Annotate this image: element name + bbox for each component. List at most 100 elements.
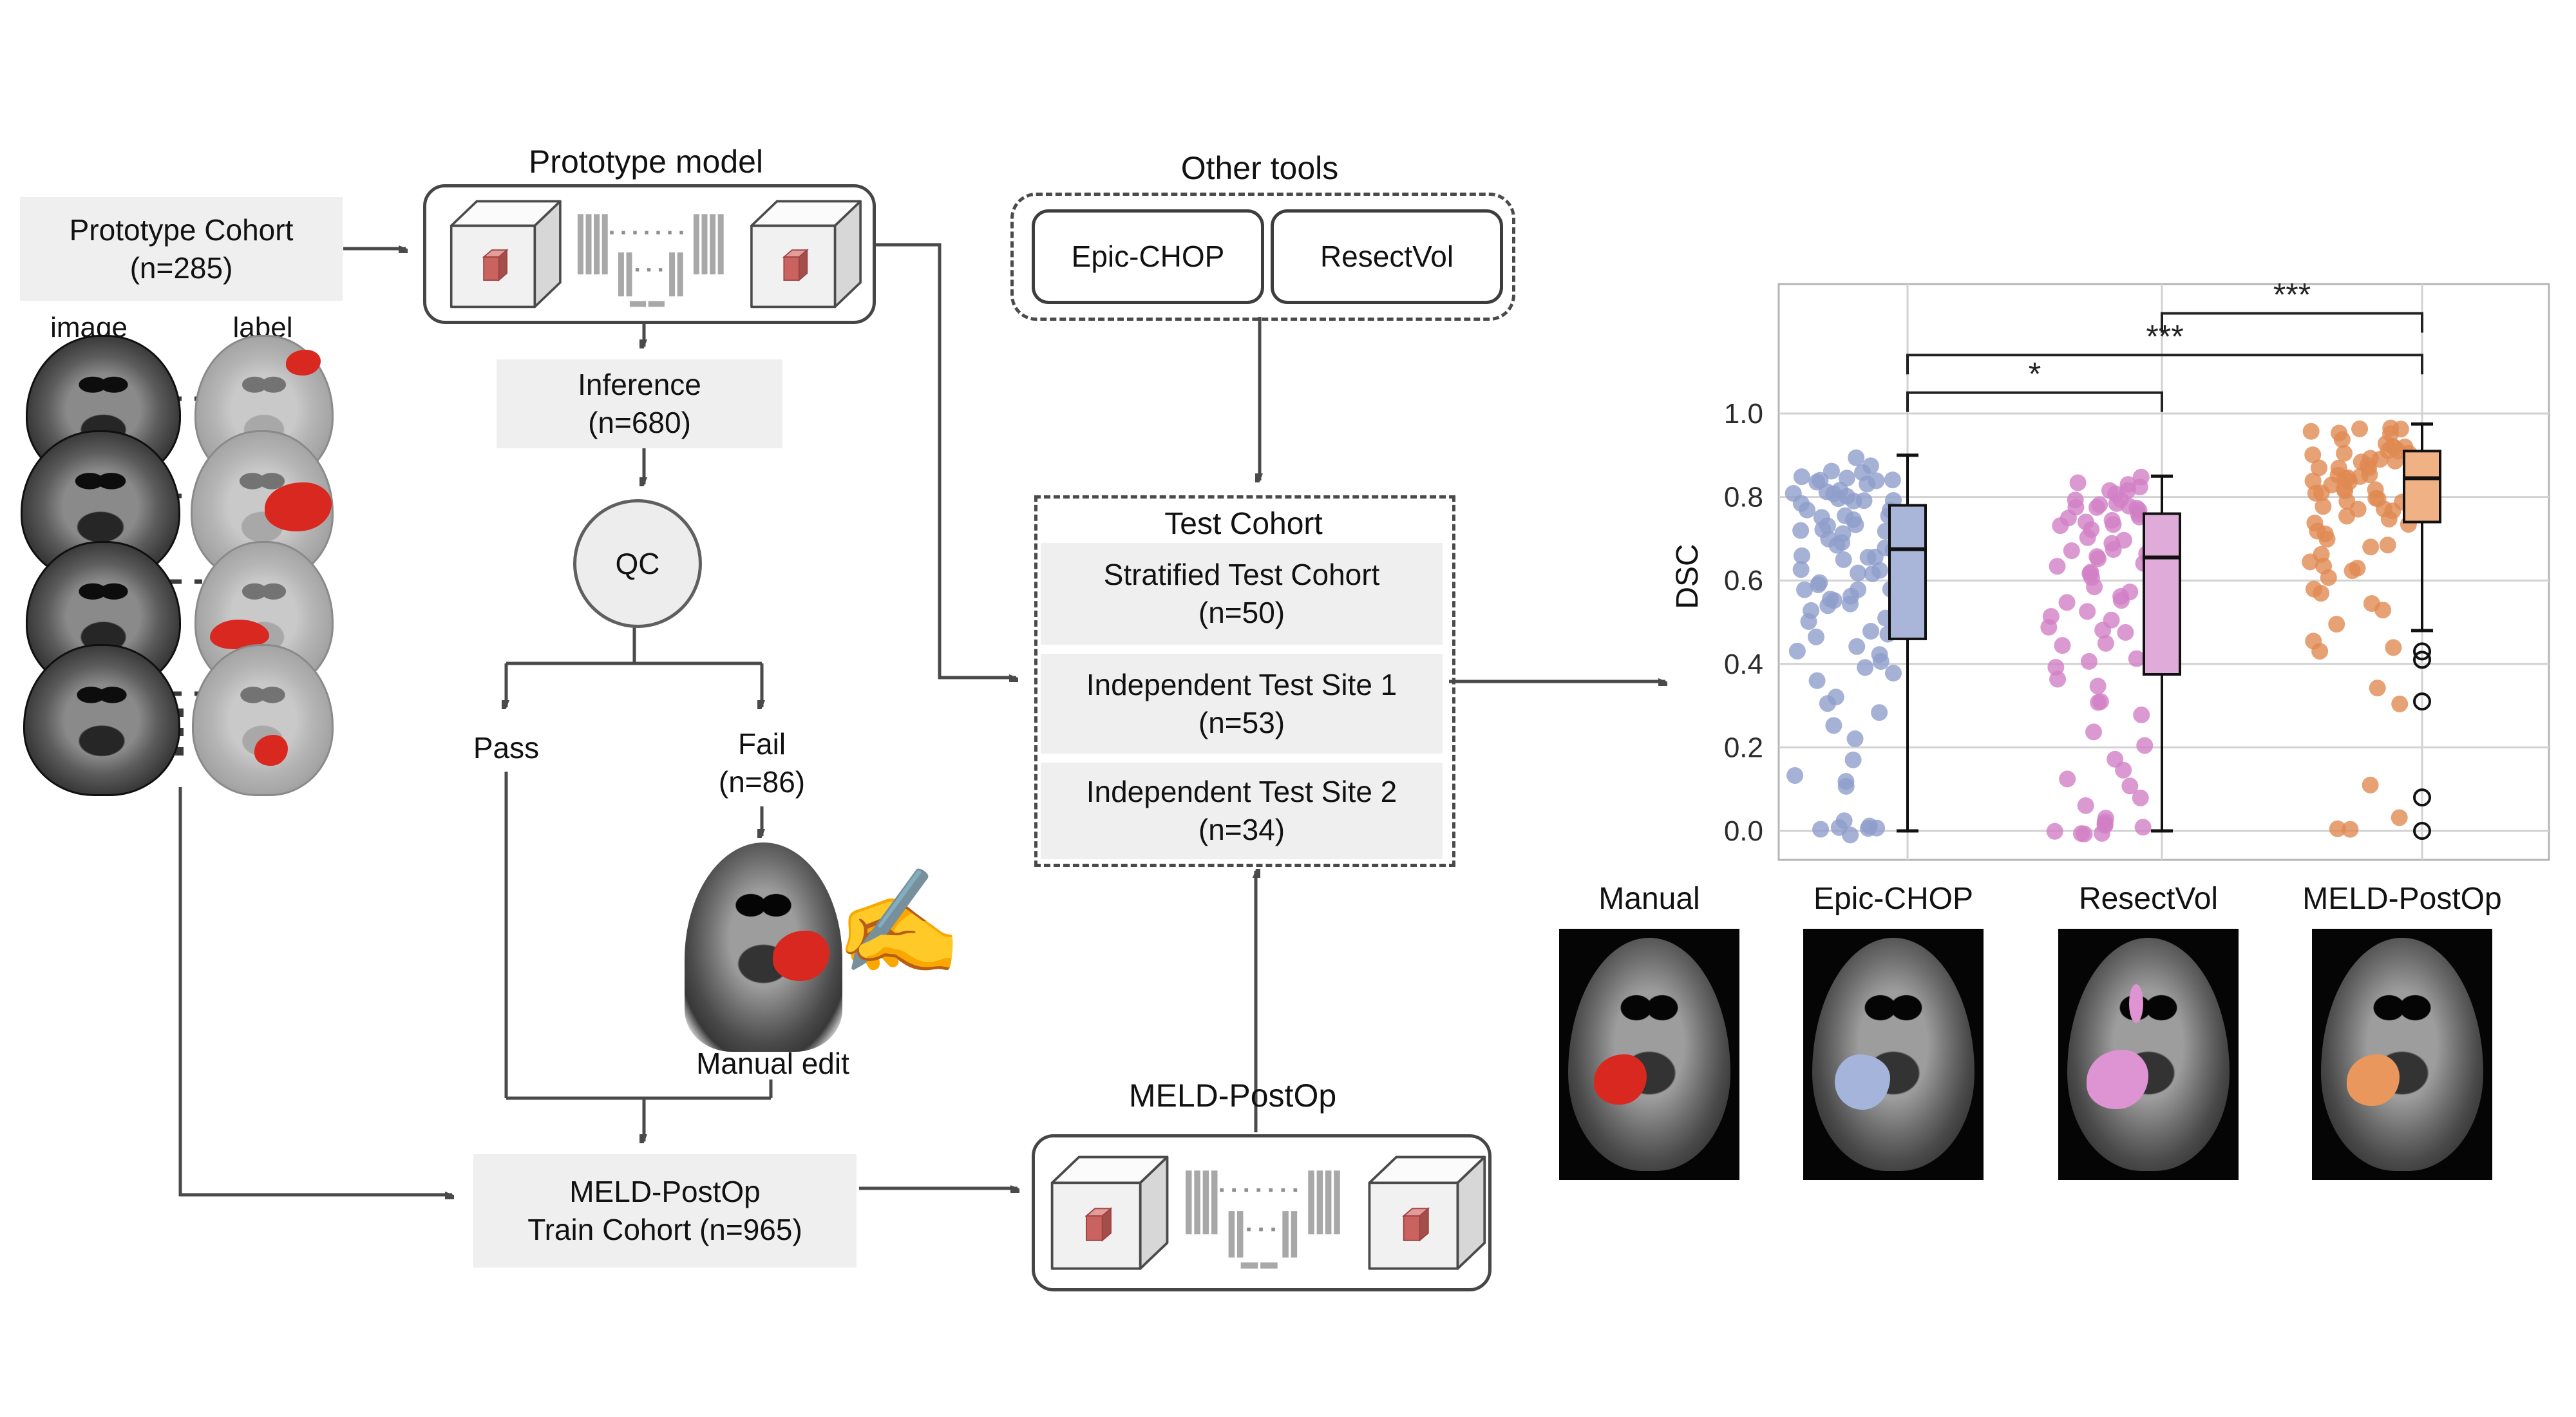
data-point xyxy=(1813,509,1830,526)
train-cohort-box: MELD-PostOp Train Cohort (n=965) xyxy=(473,1154,857,1268)
data-point xyxy=(2121,583,2139,600)
data-point xyxy=(2304,446,2322,464)
data-point xyxy=(1850,564,1867,582)
prototype-model-box xyxy=(423,184,876,324)
train-cohort-line2: Train Cohort (n=965) xyxy=(527,1213,802,1246)
other-tools-title: Other tools xyxy=(1180,150,1339,186)
test-cohort-row: Independent Test Site 1 (n=53) xyxy=(1041,654,1443,754)
data-point xyxy=(2328,616,2345,633)
lesion-blob xyxy=(285,350,321,376)
data-point xyxy=(2080,652,2098,670)
data-point xyxy=(1811,574,1828,591)
data-point xyxy=(2107,485,2124,502)
data-point xyxy=(2392,421,2409,438)
data-point xyxy=(2049,558,2066,575)
data-point xyxy=(2315,498,2332,515)
data-point xyxy=(2063,542,2080,560)
significance-label: *** xyxy=(2146,318,2183,354)
data-point xyxy=(1848,638,1866,655)
data-point xyxy=(1793,468,1810,486)
data-point xyxy=(2369,680,2386,697)
y-tick-label: 0.4 xyxy=(1724,649,1763,680)
data-point xyxy=(1862,457,1879,475)
data-point xyxy=(2313,546,2330,563)
data-point xyxy=(1834,525,1852,542)
prototype-cohort-box: Prototype Cohort (n=285) xyxy=(20,197,343,301)
writing-hand-icon: ✍ xyxy=(835,864,963,980)
data-point xyxy=(1838,470,1855,487)
data-point xyxy=(1862,623,1880,640)
outlier-point xyxy=(2413,642,2431,661)
y-tick-label: 0.2 xyxy=(1724,732,1763,763)
chart-frame xyxy=(1777,283,2550,861)
data-point xyxy=(2132,468,2150,486)
fail-label: Fail (n=86) xyxy=(681,725,842,801)
test-row3-line1: Independent Test Site 2 xyxy=(1086,775,1397,809)
panel-meld-postop xyxy=(2312,929,2492,1180)
data-point xyxy=(2305,580,2322,598)
data-point xyxy=(2351,420,2369,437)
manual-edit-label: Manual edit xyxy=(696,1047,849,1080)
data-point xyxy=(2081,565,2099,582)
data-point xyxy=(1835,551,1852,568)
data-point xyxy=(2067,491,2084,509)
other-tools-box xyxy=(1010,193,1515,321)
data-point xyxy=(2330,459,2347,477)
fail-line2: (n=86) xyxy=(718,765,806,799)
pass-label: Pass xyxy=(473,731,540,765)
data-point xyxy=(2054,637,2071,654)
data-point xyxy=(1845,492,1862,509)
lesion-blob xyxy=(210,619,269,649)
data-point xyxy=(2305,632,2322,650)
data-point xyxy=(2311,459,2328,477)
inference-box: Inference (n=680) xyxy=(497,359,782,448)
train-cohort-line1: MELD-PostOp xyxy=(569,1175,761,1209)
data-point xyxy=(2107,750,2124,768)
data-point xyxy=(1788,642,1806,660)
test-cohort-box xyxy=(1034,495,1455,867)
data-point xyxy=(2329,820,2346,837)
panel-resectvol xyxy=(2058,929,2239,1180)
meld-model-box xyxy=(1032,1134,1492,1291)
data-point xyxy=(2306,514,2324,531)
data-point xyxy=(1792,561,1810,578)
test-cohort-row: Stratified Test Cohort (n=50) xyxy=(1041,543,1443,645)
data-point xyxy=(2134,819,2152,836)
data-point xyxy=(2089,678,2107,695)
panel-label-manual: Manual xyxy=(1598,882,1700,916)
data-point xyxy=(2391,695,2409,712)
data-point xyxy=(1846,730,1864,748)
y-tick-label: 0.0 xyxy=(1724,815,1763,847)
panel-label-resectvol: ResectVol xyxy=(2078,882,2219,916)
prototype-model-title: Prototype model xyxy=(528,144,764,180)
data-point xyxy=(1785,485,1802,502)
data-point xyxy=(1793,547,1810,564)
mri-image-4 xyxy=(23,644,180,796)
segmentation-overlay xyxy=(1594,1054,1647,1105)
data-point xyxy=(2367,481,2384,499)
segmentation-overlay xyxy=(2087,1049,2149,1109)
test-row1-line1: Stratified Test Cohort xyxy=(1103,558,1380,592)
data-point xyxy=(2077,797,2094,814)
data-point xyxy=(1796,581,1814,598)
data-point xyxy=(2344,562,2361,580)
data-point xyxy=(1868,472,1885,490)
data-point xyxy=(1837,773,1855,790)
test-row2-line2: (n=53) xyxy=(1198,705,1285,739)
significance-bracket xyxy=(1906,391,2163,412)
data-point xyxy=(1835,812,1853,830)
box xyxy=(2143,512,2181,676)
data-point xyxy=(2091,496,2108,513)
meld-model-title: MELD-PostOp xyxy=(1128,1078,1337,1114)
prototype-cohort-line2: (n=285) xyxy=(129,251,233,285)
data-point xyxy=(2047,658,2065,676)
data-point xyxy=(2379,537,2396,554)
lesion-blob xyxy=(254,735,289,766)
data-point xyxy=(2092,693,2109,710)
data-point xyxy=(2046,823,2063,840)
data-point xyxy=(1844,751,1862,768)
inference-line2: (n=680) xyxy=(588,406,691,439)
data-point xyxy=(2304,472,2322,490)
data-point xyxy=(2085,723,2103,741)
